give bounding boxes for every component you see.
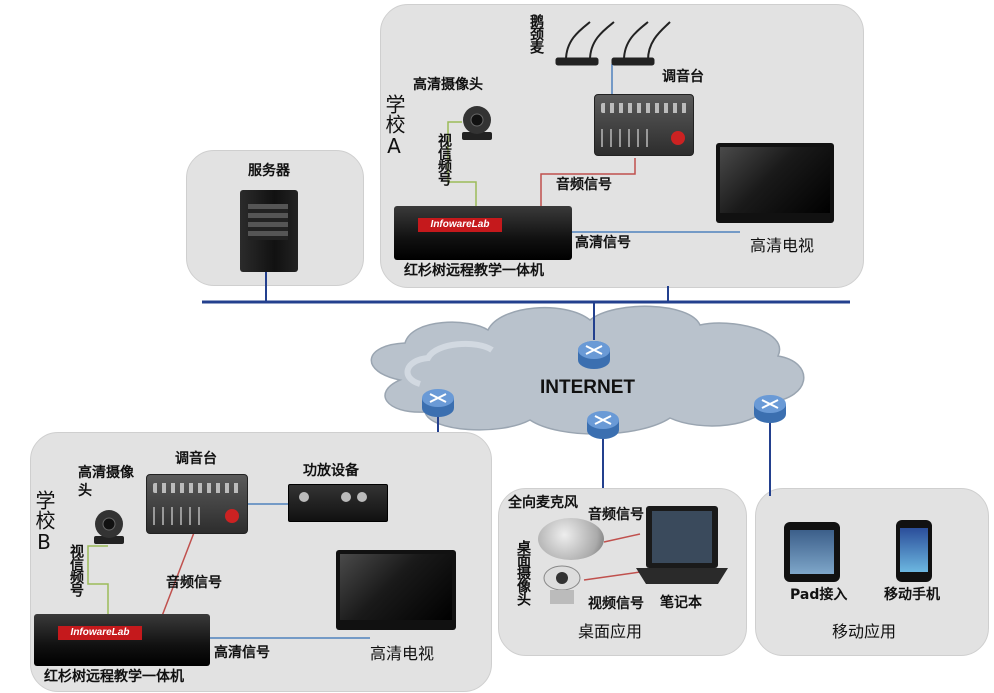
desktop-camera-label: 桌面摄像头 xyxy=(515,540,531,605)
audio-signal-label: 音频信号 xyxy=(166,575,222,591)
laptop-icon xyxy=(636,506,728,584)
teaching-machine-label: 红杉树远程教学一体机 xyxy=(404,263,544,279)
phone-label: 移动手机 xyxy=(884,587,940,603)
camera-icon xyxy=(462,106,492,140)
mixer-label: 调音台 xyxy=(175,451,217,467)
gooseneck-mic-label: 鹅颈麦 xyxy=(528,14,544,53)
hd-tv-label: 高清电视 xyxy=(370,644,435,663)
audio-signal-label: 音频信号 xyxy=(556,177,612,193)
omni-mic-label: 全向麦克风 xyxy=(508,495,578,511)
school-a-title: 学校A xyxy=(382,94,406,158)
audio-line-a xyxy=(540,158,636,206)
video-signal-label: 视频信号 xyxy=(588,596,644,612)
video-line-b xyxy=(87,545,109,616)
server-label: 服务器 xyxy=(248,163,290,179)
desktop-title: 桌面应用 xyxy=(578,622,643,641)
pad-icon xyxy=(784,522,840,582)
camera-label: 高清摄像头 xyxy=(78,465,134,499)
audio-line-b xyxy=(161,529,196,617)
amplifier-label: 功放设备 xyxy=(303,463,359,479)
teaching-machine-label: 红杉树远程教学一体机 xyxy=(44,669,184,685)
teaching-machine-icon: InfowareLab xyxy=(34,614,210,666)
router-icon xyxy=(587,411,619,439)
laptop-label: 笔记本 xyxy=(660,595,702,611)
amplifier-icon xyxy=(288,484,388,522)
pad-label: Pad接入 xyxy=(790,587,848,603)
omni-mic-icon xyxy=(538,518,604,560)
audio-line-desktop xyxy=(603,533,641,543)
hd-tv-icon xyxy=(336,550,456,630)
video-line-desktop xyxy=(583,571,641,581)
camera-label: 高清摄像头 xyxy=(413,77,483,93)
camera-icon xyxy=(94,510,124,544)
audio-signal-label: 音频信号 xyxy=(588,507,644,523)
mixer-icon xyxy=(594,94,694,156)
gooseneck-mic-icon xyxy=(555,21,671,66)
webcam-icon xyxy=(543,565,581,604)
mixer-icon xyxy=(146,474,248,534)
hd-tv-icon xyxy=(716,143,834,223)
phone-icon xyxy=(896,520,932,582)
server-icon xyxy=(240,190,298,272)
infowarelab-logo: InfowareLab xyxy=(418,218,502,232)
mixer-label: 调音台 xyxy=(662,69,704,85)
router-icon xyxy=(754,395,786,423)
hd-signal-label: 高清信号 xyxy=(575,235,631,251)
mobile-title: 移动应用 xyxy=(832,622,897,641)
video-signal-label: 视信频号 xyxy=(68,544,84,596)
hd-tv-label: 高清电视 xyxy=(750,236,815,255)
video-signal-label: 视信频号 xyxy=(436,133,452,185)
school-b-title: 学校B xyxy=(32,490,56,554)
teaching-machine-icon: InfowareLab xyxy=(394,206,572,260)
internet-cloud xyxy=(370,305,805,435)
router-icon xyxy=(578,341,610,369)
infowarelab-logo: InfowareLab xyxy=(58,626,142,640)
hd-signal-label: 高清信号 xyxy=(214,645,270,661)
router-icon xyxy=(422,389,454,417)
video-line-a xyxy=(447,121,477,206)
internet-label: INTERNET xyxy=(540,377,635,398)
